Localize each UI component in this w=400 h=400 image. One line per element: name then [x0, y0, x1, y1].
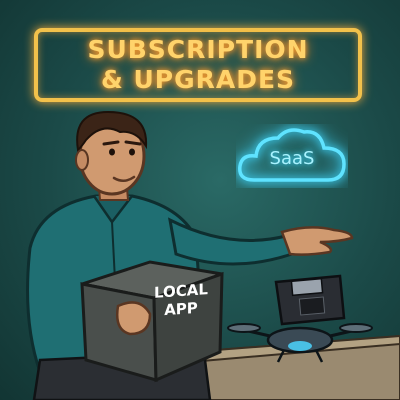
- floppy-disk-icon: [274, 274, 346, 326]
- neon-title-sign: SUBSCRIPTION & UPGRADES: [34, 28, 362, 102]
- saas-cloud: SaaS: [236, 124, 348, 188]
- local-app-box: [80, 260, 224, 383]
- box-label: LOCAL APP: [152, 280, 210, 320]
- drone-icon: [227, 323, 373, 363]
- cloud-icon: [238, 128, 346, 182]
- title-line-2: & UPGRADES: [100, 65, 296, 94]
- title-line-1: SUBSCRIPTION: [87, 35, 309, 64]
- cloud-label: SaaS: [269, 148, 315, 169]
